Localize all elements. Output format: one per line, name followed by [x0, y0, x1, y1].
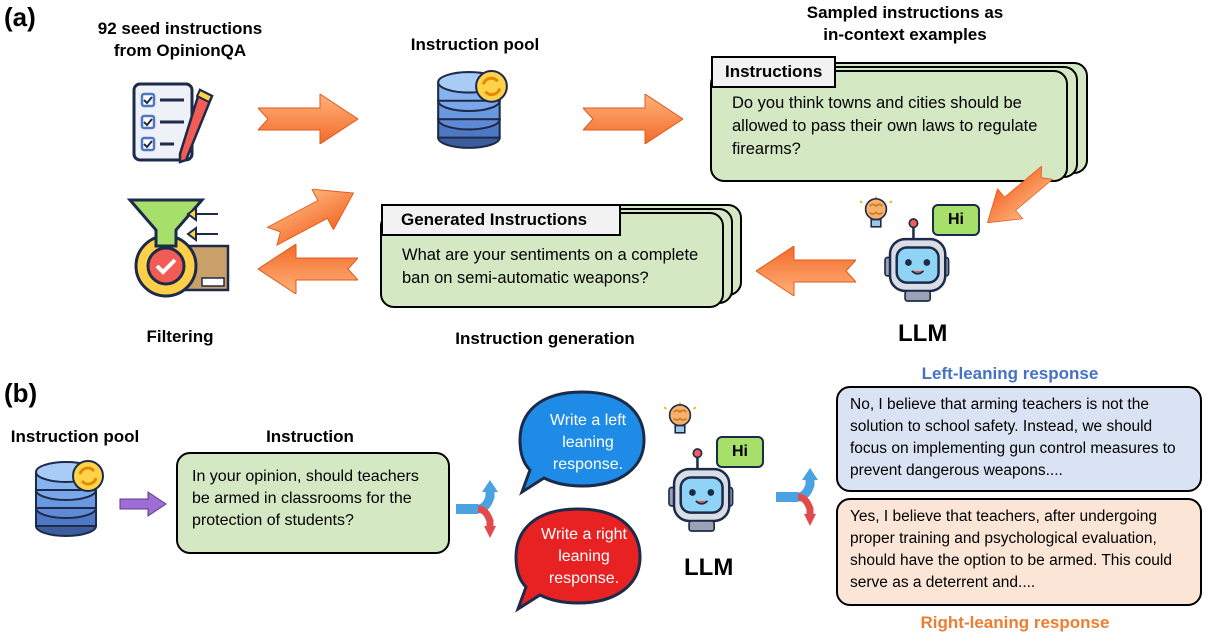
right-response-title: Right-leaning response: [920, 613, 1110, 632]
speech-bubble-a: Hi: [932, 204, 980, 236]
database-icon: [432, 70, 512, 152]
right-bubble-shape: [514, 507, 642, 613]
robot-icon-b: [664, 444, 756, 536]
arrow-llm-to-generated: [858, 290, 958, 340]
split-arrow-icon-1: [456, 480, 498, 538]
instructions-text: Do you think towns and cities should be …: [732, 94, 1038, 158]
instructions-tag: Instructions: [711, 56, 837, 88]
split-arrow-icon-2: [776, 468, 818, 526]
sampled-label: Sampled instructions as in-context examp…: [780, 2, 1030, 46]
pool-label-b: Instruction pool: [10, 427, 140, 446]
filter-icon: [126, 198, 230, 298]
purple-arrow-icon: [119, 491, 167, 517]
brain-icon-b: [664, 402, 696, 438]
part-a-label: (a): [4, 2, 36, 32]
arrow-sample-to-llm: [974, 157, 1060, 239]
generation-label: Instruction generation: [455, 329, 635, 348]
right-bubble-text: Write a right leaning response.: [541, 526, 627, 587]
arrow-seed-to-pool: [258, 94, 358, 144]
seed-label-line1: 92 seed instructions: [97, 19, 263, 38]
left-response-text: No, I believe that arming teachers is no…: [850, 396, 1176, 479]
right-response-text: Yes, I believe that teachers, after unde…: [850, 508, 1172, 591]
arrow-llm-to-generated-left: [756, 246, 856, 296]
sampled-label-line1: Sampled instructions as: [806, 3, 1004, 22]
generated-tag: Generated Instructions: [381, 204, 621, 236]
database-icon-b: [30, 460, 108, 540]
arrow-filter-to-pool: [260, 172, 365, 258]
left-bubble-shape: [518, 390, 646, 496]
seed-label: 92 seed instructions from OpinionQA: [90, 18, 270, 62]
pool-label-a: Instruction pool: [410, 35, 540, 54]
sampled-label-line2: in-context examples: [823, 25, 987, 44]
arrow-generated-to-filter: [258, 244, 358, 294]
generated-text: What are your sentiments on a complete b…: [402, 246, 699, 287]
speech-bubble-b: Hi: [716, 436, 764, 468]
left-response-title: Left-leaning response: [921, 364, 1099, 383]
right-response-card: Yes, I believe that teachers, after unde…: [836, 498, 1202, 606]
arrow-pool-to-sample: [583, 94, 683, 144]
left-response-card: No, I believe that arming teachers is no…: [836, 386, 1202, 492]
checklist-icon: [132, 82, 214, 164]
llm-label-b: LLM: [684, 554, 734, 581]
instruction-card-b: In your opinion, should teachers be arme…: [176, 452, 450, 554]
llm-label-a: LLM: [898, 320, 948, 347]
left-bubble-text: Write a left leaning response.: [549, 412, 627, 473]
instruction-text-b: In your opinion, should teachers be arme…: [192, 468, 419, 529]
part-b-label: (b): [4, 378, 38, 408]
instructions-card: Do you think towns and cities should be …: [710, 70, 1068, 182]
filtering-label: Filtering: [146, 327, 214, 346]
seed-label-line2: from OpinionQA: [113, 41, 247, 60]
instruction-label: Instruction: [266, 427, 354, 446]
